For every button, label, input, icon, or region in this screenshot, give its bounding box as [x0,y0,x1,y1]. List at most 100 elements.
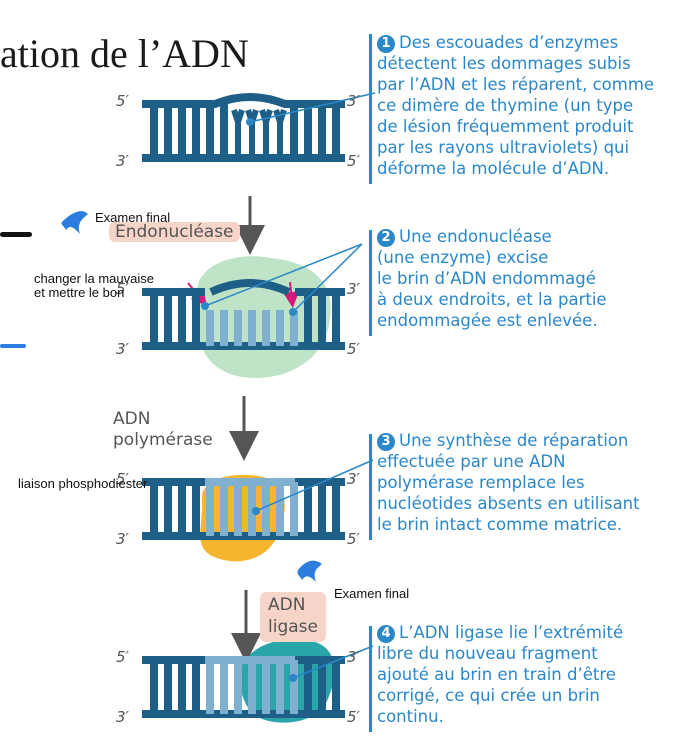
dna-base-rung [248,660,256,714]
dna-base-rung [262,310,270,346]
dna-base-rung [332,660,340,714]
step-4-number: 4 [377,625,395,643]
five-prime-top-label-3: 5′ [116,470,129,488]
dna-base-rung [206,482,214,536]
five-prime-top-label-2: 5′ [116,280,129,298]
dna-base-rung [248,310,256,346]
three-prime-bottom-label-2: 3′ [116,340,129,358]
dna-base-rung [290,482,298,536]
connector-dot-1 [246,118,254,126]
pink-arrow-right [283,281,300,308]
dna-base-rung [248,482,256,536]
dna-base-rung [178,660,186,714]
dna-base-rung [290,660,298,714]
bond-note: liaison phosphodiester [18,476,148,491]
pen-star-2 [297,560,322,582]
dna-base-rung [290,104,298,158]
dna-base-rung [290,310,298,346]
dna-base-rung [150,660,158,714]
ligase-label-line2: ligase [268,617,318,637]
dna-base-rung [164,482,172,536]
dna-base-rung [262,660,270,714]
polymerase-label-line1: ADN [113,409,151,429]
five-prime-top-label-4: 5′ [116,648,129,666]
dna-base-rung [164,104,172,158]
change-note-line1: changer la mauvaise [34,271,154,286]
pen-mark-black [0,232,32,237]
ligase-label-line1: ADN [268,595,306,615]
exam-note-1: Examen final [95,210,171,225]
connector-dot-2b [289,308,297,316]
dna-base-rung [192,482,200,536]
dna-base-rung [220,660,228,714]
dna-base-rung [332,104,340,158]
dna-base-rung [150,292,158,346]
connector-2a [204,243,363,307]
dna-base-rung [332,292,340,346]
three-prime-top-label-1: 3′ [347,92,360,110]
dna-base-rung [304,482,312,536]
dna-base-rung [276,660,284,714]
dna-base-rung [164,660,172,714]
dna-thymine-dimer [259,109,273,158]
dna-base-rung [178,292,186,346]
dna-base-rung [276,310,284,346]
step-1-number: 1 [377,35,395,53]
dna-base-rung [192,104,200,158]
dna-base-rung [276,482,284,536]
dna-base-rung [178,104,186,158]
dna-base-rung [304,292,312,346]
dna-base-rung [234,660,242,714]
dna-base-rung [318,660,326,714]
connector-dot-4 [289,674,297,682]
dna-base-rung [262,482,270,536]
three-prime-top-label-4: 3′ [347,648,360,666]
dna-thymine-dimer [245,109,259,158]
dna-base-rung [220,104,228,158]
dna-bottom-strand [142,154,345,162]
dna-base-rung [332,482,340,536]
polymerase-label-line2: polymérase [113,430,213,450]
dna-excised-fragment [209,279,291,296]
five-prime-bottom-label-3: 5′ [347,530,360,548]
connector-2b [292,243,363,313]
step-4-bracket [369,626,372,732]
three-prime-bottom-label-3: 3′ [116,530,129,548]
three-prime-top-label-3: 3′ [347,470,360,488]
step-3-number: 3 [377,433,395,451]
dna-bottom-strand [142,342,345,350]
step-2-number: 2 [377,229,395,247]
pen-star-1 [61,211,88,234]
step-1-bracket [369,34,372,184]
five-prime-bottom-label-1: 5′ [347,152,360,170]
dna-segment-1 [142,93,345,162]
dna-base-rung [192,292,200,346]
dna-segment-2 [142,279,345,350]
dna-base-rung [206,660,214,714]
dna-base-rung [304,104,312,158]
three-prime-bottom-label-4: 3′ [116,708,129,726]
dna-bottom-strand [142,532,345,540]
dna-base-rung [318,482,326,536]
dna-base-rung [150,482,158,536]
dna-thymine-dimer [273,109,287,158]
dna-base-rung [192,660,200,714]
connector-1 [249,92,376,123]
dna-base-rung [318,104,326,158]
dna-base-rung [178,482,186,536]
three-prime-top-label-2: 3′ [347,280,360,298]
dna-base-rung [150,104,158,158]
page-title: ation de l’ADN [0,31,249,76]
five-prime-top-label-1: 5′ [116,92,129,110]
five-prime-bottom-label-2: 5′ [347,340,360,358]
pen-mark-blue [0,344,26,348]
dna-base-rung [206,104,214,158]
dna-top-strand [142,93,345,108]
dna-base-rung [234,310,242,346]
ligase-label-box: ADN ligase [260,592,326,642]
dna-base-rung [206,310,214,346]
exam-note-2: Examen final [334,586,410,601]
